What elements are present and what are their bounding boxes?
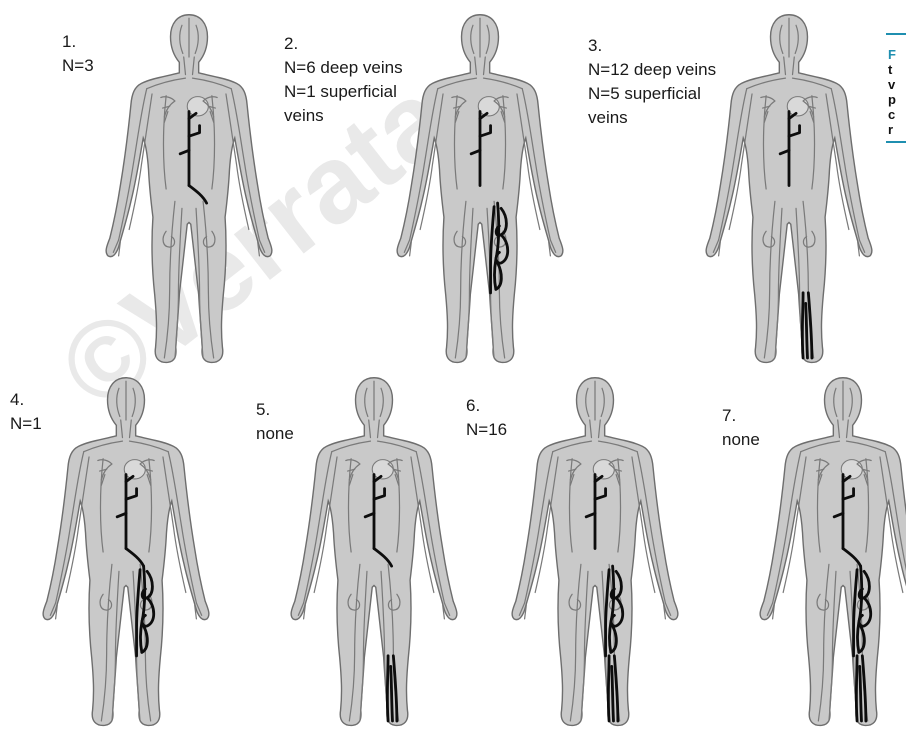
panel-label-3: 3. N=12 deep veins N=5 superficial veins <box>588 34 716 130</box>
body-figure-1 <box>101 10 277 368</box>
panel-number: 6. <box>466 394 507 418</box>
panel-number: 3. <box>588 34 716 58</box>
body-silhouette <box>397 15 563 363</box>
panel-label-7: 7. none <box>722 404 760 452</box>
thrombus-left-calf-deep <box>608 656 609 721</box>
panel-label-4: 4. N=1 <box>10 388 42 436</box>
body-figure-6 <box>507 374 683 730</box>
thrombus-left-calf-deep <box>612 666 614 721</box>
panel-number: 7. <box>722 404 760 428</box>
panel-count: N=16 <box>466 418 507 442</box>
body-silhouette <box>291 378 457 726</box>
thrombus-left-calf-deep <box>860 666 862 721</box>
panel-superficial-count: N=5 superficial <box>588 82 716 106</box>
panel-deep-count: N=12 deep veins <box>588 58 716 82</box>
thrombus-left-calf-deep <box>802 293 803 358</box>
panel-number: 4. <box>10 388 42 412</box>
caption-letter: p <box>888 93 896 106</box>
panel-count: N=3 <box>62 54 94 78</box>
body-figure-2 <box>392 10 568 368</box>
body-figure-3 <box>701 10 877 368</box>
body-figure-4 <box>38 374 214 730</box>
body-silhouette <box>512 378 678 726</box>
thrombus-left-calf-deep <box>391 666 393 721</box>
panel-label-5: 5. none <box>256 398 294 446</box>
caption-letter: F <box>888 48 896 61</box>
body-figure-5 <box>286 374 462 730</box>
thrombus-left-calf-deep <box>806 303 808 358</box>
thrombus-left-calf-deep <box>387 656 388 721</box>
figure-caption-fragment: F t v p c r <box>884 30 906 190</box>
panel-superficial-unit: veins <box>588 106 716 130</box>
caption-letter: r <box>888 123 893 136</box>
body-figure-7 <box>755 374 906 730</box>
caption-letter: t <box>888 63 892 76</box>
panel-label-2: 2. N=6 deep veins N=1 superficial veins <box>284 32 403 128</box>
panel-superficial-unit: veins <box>284 104 403 128</box>
panel-number: 1. <box>62 30 94 54</box>
panel-superficial-count: N=1 superficial <box>284 80 403 104</box>
body-silhouette <box>106 15 272 363</box>
thrombus-left-calf-deep <box>856 656 857 721</box>
caption-top-rule <box>886 33 906 35</box>
body-silhouette <box>760 378 906 726</box>
caption-bottom-rule <box>886 141 906 143</box>
panel-count: N=1 <box>10 412 42 436</box>
panel-label-6: 6. N=16 <box>466 394 507 442</box>
panel-count: none <box>256 422 294 446</box>
body-silhouette <box>706 15 872 363</box>
panel-count: none <box>722 428 760 452</box>
body-silhouette <box>43 378 209 726</box>
caption-letter: v <box>888 78 895 91</box>
panel-number: 5. <box>256 398 294 422</box>
panel-deep-count: N=6 deep veins <box>284 56 403 80</box>
panel-number: 2. <box>284 32 403 56</box>
caption-letter: c <box>888 108 895 121</box>
panel-label-1: 1. N=3 <box>62 30 94 78</box>
